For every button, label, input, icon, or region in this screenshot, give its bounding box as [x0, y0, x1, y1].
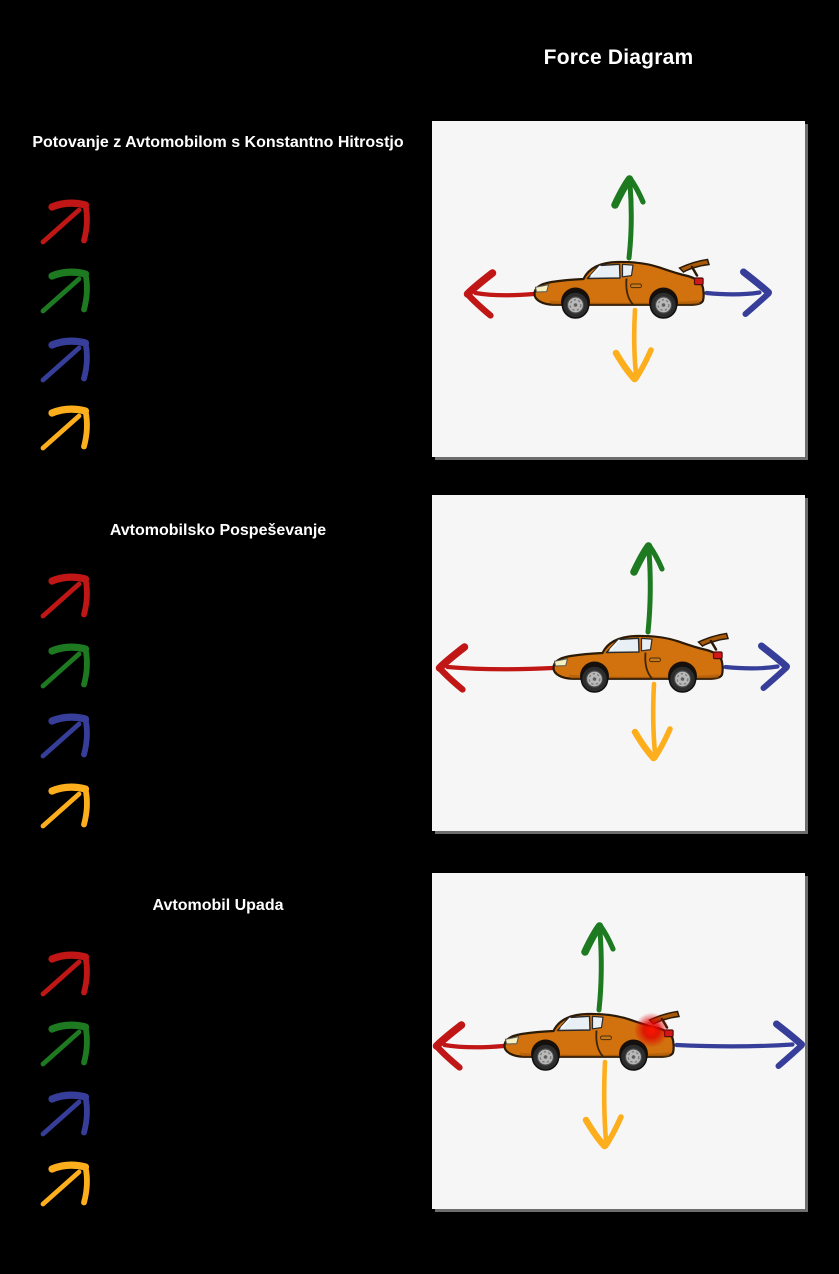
key-arrow-blue-icon [40, 1091, 90, 1137]
force-arrow-right-icon [723, 642, 790, 691]
force-arrow-right-icon [704, 268, 772, 317]
force-arrow-left-icon [432, 1021, 506, 1071]
section-title-decelerating: Avtomobil Upada [152, 897, 284, 914]
key-arrow-blue-icon [40, 337, 90, 383]
key-arrow-green-icon [40, 1021, 90, 1067]
car-illustration [503, 1010, 680, 1071]
key-arrow-green-icon [40, 643, 90, 689]
force-arrow-up-icon [611, 175, 646, 261]
key-arrow-orange-icon [40, 405, 90, 451]
brake-light-glow [634, 1012, 669, 1048]
section-title-constant-speed: Potovanje z Avtomobilom s Konstantno Hit… [32, 134, 404, 151]
force-arrow-right-icon [674, 1020, 805, 1069]
force-arrow-left-icon [435, 643, 555, 693]
force-diagram-decelerating [432, 873, 805, 1209]
force-arrow-down-icon [631, 681, 673, 762]
page-title: Force Diagram [543, 46, 694, 69]
key-arrow-red-icon [40, 951, 90, 997]
force-arrow-down-icon [612, 307, 654, 383]
force-arrow-down-icon [582, 1059, 624, 1150]
car-illustration [533, 258, 710, 319]
force-arrow-left-icon [463, 269, 536, 319]
force-diagram-canvas [435, 542, 790, 762]
key-arrow-orange-icon [40, 783, 90, 829]
force-arrow-up-icon [630, 542, 665, 635]
force-arrow-up-icon [581, 922, 616, 1013]
force-diagram-accelerating [432, 495, 805, 831]
key-arrow-green-icon [40, 268, 90, 314]
force-diagram-constant-speed [432, 121, 805, 457]
section-title-accelerating: Avtomobilsko Pospeševanje [109, 522, 327, 539]
car-illustration [552, 632, 729, 693]
force-diagram-canvas [432, 922, 805, 1150]
key-arrow-blue-icon [40, 713, 90, 759]
key-arrow-red-icon [40, 199, 90, 245]
key-arrow-red-icon [40, 573, 90, 619]
key-arrow-orange-icon [40, 1161, 90, 1207]
force-diagram-canvas [463, 175, 772, 383]
